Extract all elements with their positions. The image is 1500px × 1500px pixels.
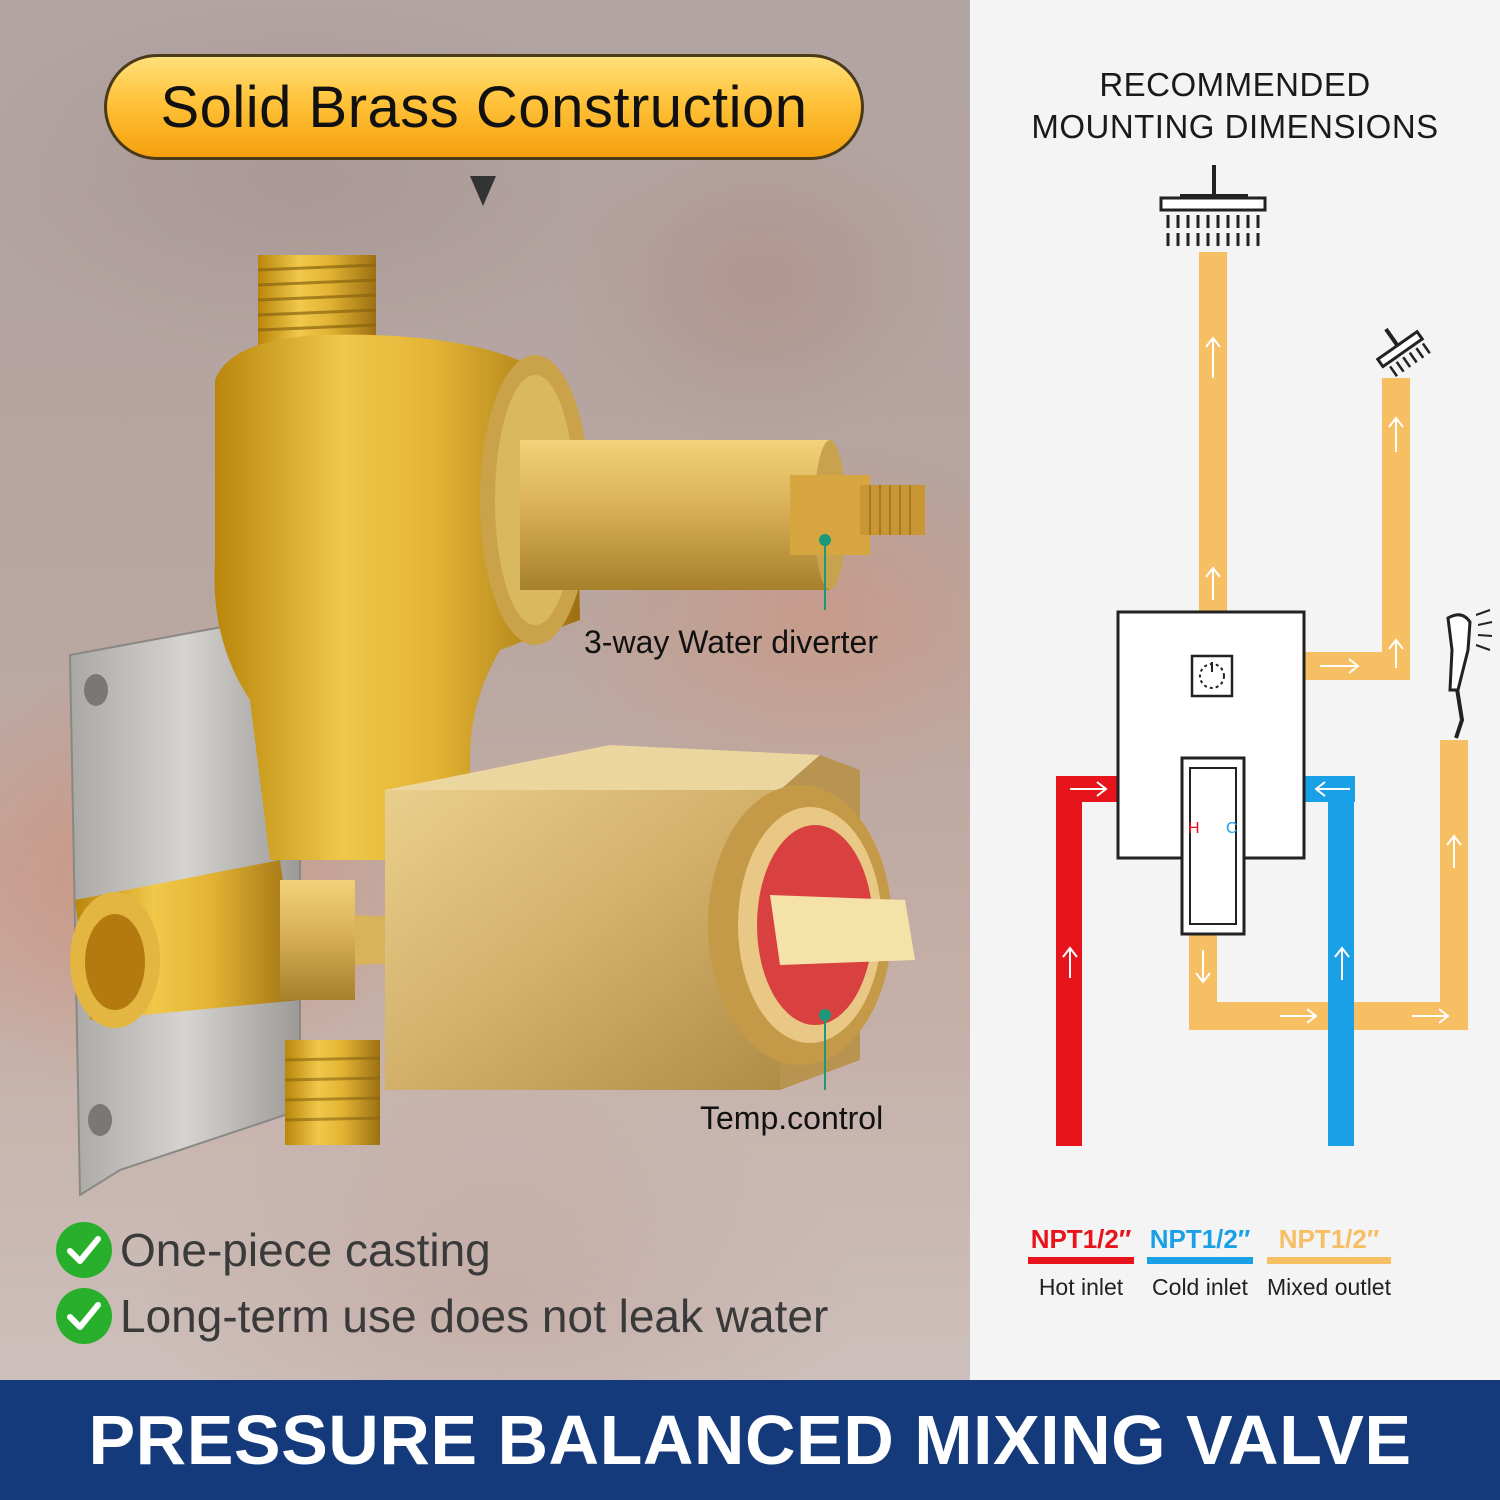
diverter-callout: 3-way Water diverter — [584, 624, 878, 660]
legend-item-cold: NPT1/2″ Cold inlet — [1144, 1224, 1256, 1301]
legend-code: NPT1/2″ — [1030, 1224, 1132, 1254]
product-photo-panel: Solid Brass Construction — [0, 0, 970, 1380]
down-arrow-icon — [470, 176, 496, 206]
headline-badge: Solid Brass Construction — [104, 54, 864, 160]
mounting-diagram-panel: RECOMMENDED MOUNTING DIMENSIONS — [970, 0, 1500, 1380]
legend-swatch — [1267, 1257, 1391, 1264]
diagram-title-line1: RECOMMENDED — [1099, 66, 1371, 103]
feature-text: One-piece casting — [120, 1224, 491, 1276]
legend-code: NPT1/2″ — [1278, 1224, 1380, 1254]
legend-label: Cold inlet — [1152, 1274, 1248, 1300]
banner-text: PRESSURE BALANCED MIXING VALVE — [88, 1401, 1412, 1479]
diagram-title-line2: MOUNTING DIMENSIONS — [1031, 108, 1439, 145]
check-icon — [56, 1222, 112, 1278]
headline-text: Solid Brass Construction — [160, 74, 808, 140]
hand-shower-icon — [1446, 609, 1493, 739]
feature-item: One-piece casting — [56, 1222, 491, 1278]
legend-swatch — [1028, 1257, 1134, 1264]
feature-item: Long-term use does not leak water — [56, 1288, 828, 1344]
check-icon — [56, 1288, 112, 1344]
brass-valve-illustration — [68, 255, 925, 1197]
legend-item-hot: NPT1/2″ Hot inlet — [1026, 1224, 1136, 1301]
legend-label: Mixed outlet — [1266, 1274, 1391, 1300]
feature-text: Long-term use does not leak water — [120, 1290, 829, 1342]
diagram-title: RECOMMENDED MOUNTING DIMENSIONS — [970, 64, 1500, 148]
temp-control-callout: Temp.control — [700, 1100, 884, 1136]
legend-label: Hot inlet — [1038, 1274, 1124, 1300]
bottom-banner: PRESSURE BALANCED MIXING VALVE — [0, 1380, 1500, 1500]
side-shower-head-icon — [1375, 327, 1431, 377]
rain-shower-head-icon — [1159, 165, 1267, 246]
plumbing-diagram: H C — [1056, 165, 1493, 1146]
legend-code: NPT1/2″ — [1149, 1224, 1251, 1254]
cold-label: C — [1226, 820, 1238, 837]
legend-item-mixed: NPT1/2″ Mixed outlet — [1264, 1224, 1394, 1301]
hot-label: H — [1188, 820, 1200, 837]
valve-trim-plate — [1116, 610, 1306, 936]
legend-swatch — [1147, 1257, 1253, 1264]
